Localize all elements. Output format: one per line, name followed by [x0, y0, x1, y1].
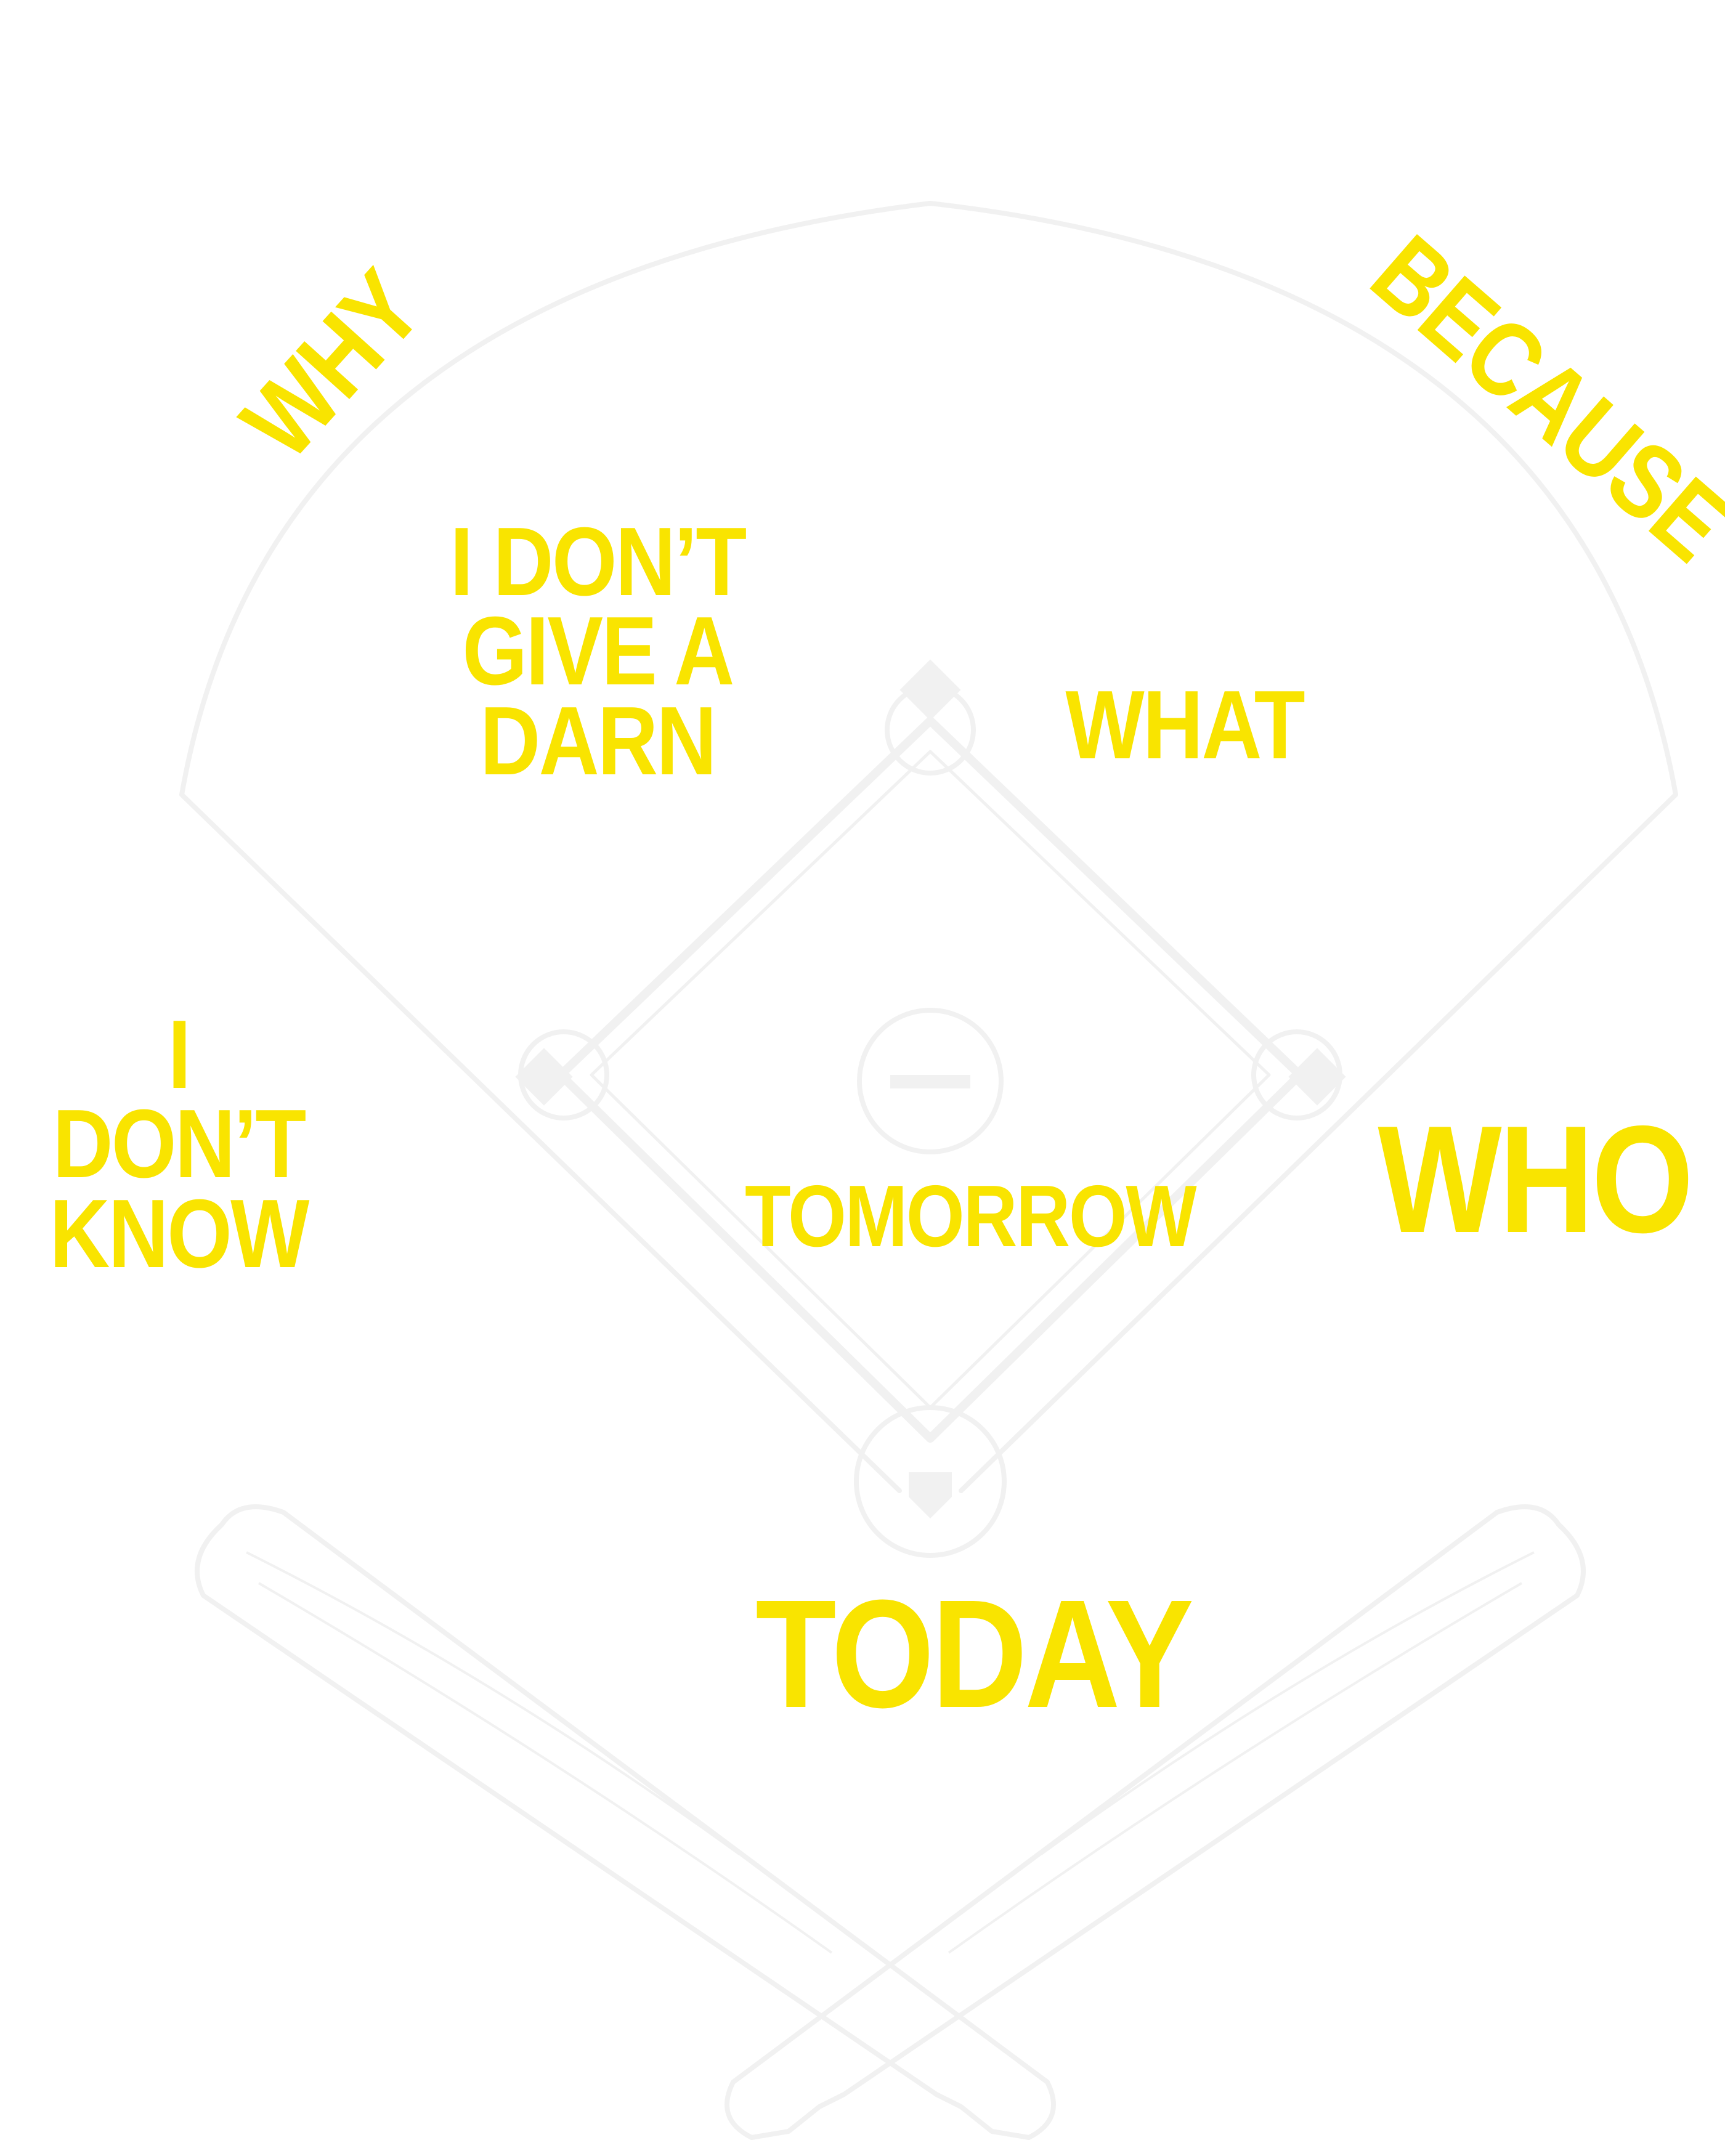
home-plate: [909, 1472, 952, 1518]
label-what: WHAT: [1065, 671, 1305, 779]
bat-left: [195, 1504, 1056, 2140]
label-tomorrow: TOMORROW: [745, 1167, 1197, 1265]
label-i-dont-know: I DON’T KNOW: [49, 1000, 309, 1288]
bat-right: [724, 1504, 1586, 2140]
second-base: [899, 659, 961, 721]
home-plate-circle: [854, 1405, 1007, 1558]
label-i-dont-give-a-darn: I DON’T GIVE A DARN: [450, 508, 747, 795]
third-base: [515, 1048, 573, 1106]
infield-diamond: [556, 716, 1304, 1443]
foul-line-right: [959, 792, 1678, 1493]
foul-line-left: [179, 792, 902, 1493]
pitchers-mound: [857, 1008, 1004, 1154]
pitchers-rubber: [890, 1075, 970, 1088]
first-base: [1288, 1048, 1346, 1106]
label-today: TODAY: [755, 1568, 1194, 1740]
outfield-arc: [179, 201, 1678, 797]
label-who: WHO: [1378, 1093, 1694, 1265]
crossed-baseball-bats-icon: [195, 1504, 1586, 2140]
